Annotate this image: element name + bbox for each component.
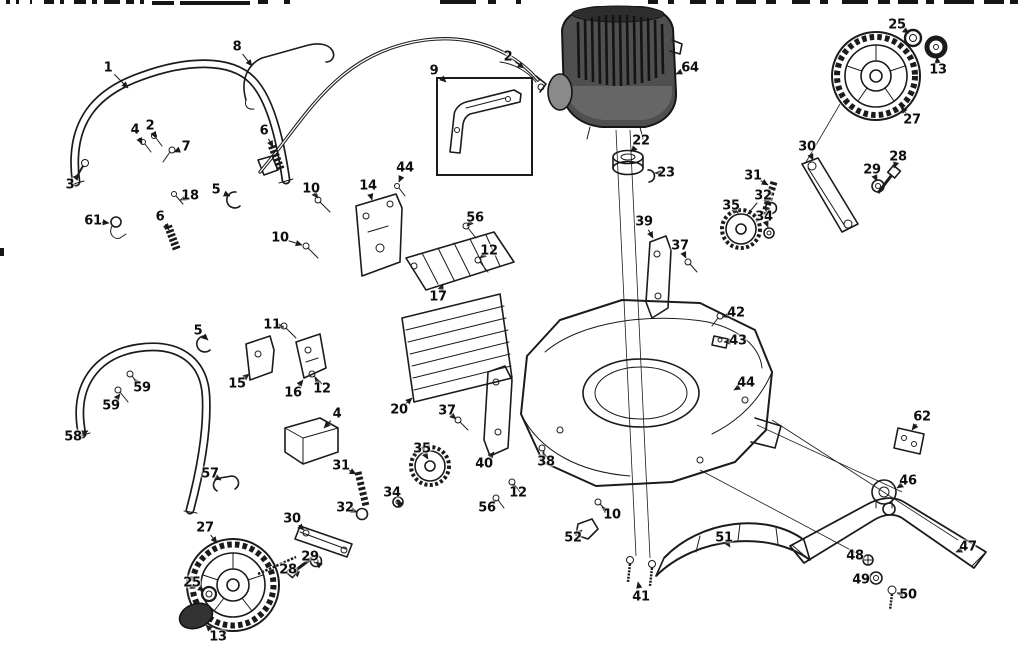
part-callout-47: 47 — [959, 539, 977, 555]
handle-hardware — [75, 133, 285, 492]
part-callout-18: 18 — [181, 188, 199, 204]
part-callout-11: 11 — [263, 317, 281, 333]
part-callout-57: 57 — [201, 466, 219, 482]
part-callout-49: 49 — [852, 572, 870, 588]
hub-cap — [178, 602, 214, 630]
part-callout-59-2: 59 — [102, 398, 120, 414]
part-callout-43: 43 — [729, 333, 747, 349]
part-callout-35: 35 — [722, 198, 740, 214]
part-callout-12: 12 — [480, 243, 498, 259]
part-callout-58: 58 — [64, 429, 82, 445]
part-callout-61: 61 — [84, 213, 102, 229]
part-callout-29: 29 — [863, 162, 881, 178]
part-callout-64: 64 — [681, 60, 699, 76]
alignment-lines — [615, 103, 959, 559]
part-callout-5-2: 5 — [193, 323, 203, 339]
inset-detail-box — [436, 77, 533, 176]
part-callout-37: 37 — [671, 238, 689, 254]
part-callout-23: 23 — [657, 165, 675, 181]
part-callout-25-2: 25 — [183, 575, 201, 591]
part-callout-38: 38 — [537, 454, 555, 470]
left-height-adjuster — [354, 445, 451, 521]
part-callout-9: 9 — [429, 63, 439, 79]
wheel-rear-left — [178, 525, 353, 632]
part-callout-12-3: 12 — [509, 485, 527, 501]
page-edge-artifacts — [0, 0, 1018, 256]
part-callout-7: 7 — [181, 139, 191, 155]
baffle-plate — [284, 417, 339, 465]
part-callout-41: 41 — [632, 589, 650, 605]
part-callout-50: 50 — [899, 587, 917, 603]
part-callout-35-2: 35 — [413, 441, 431, 457]
part-callout-12-2: 12 — [313, 381, 331, 397]
engine — [547, 5, 683, 140]
part-callout-31-2: 31 — [332, 458, 350, 474]
part-callout-37-2: 37 — [438, 403, 456, 419]
hub-washer — [924, 35, 948, 59]
control-rod — [243, 43, 335, 110]
part-callout-15: 15 — [228, 376, 246, 392]
part-callout-3: 3 — [65, 177, 75, 193]
part-callout-48: 48 — [846, 548, 864, 564]
part-callout-6-2: 6 — [155, 209, 165, 225]
handle-lock-brackets — [245, 322, 327, 385]
part-callout-6: 6 — [259, 123, 269, 139]
part-callout-29-2: 29 — [301, 549, 319, 565]
part-callout-28: 28 — [889, 149, 907, 165]
wheel-front-right — [831, 28, 948, 121]
part-callout-4: 4 — [130, 122, 140, 138]
part-callout-27-2: 27 — [196, 520, 214, 536]
blade-assembly — [789, 427, 987, 611]
part-callout-20: 20 — [390, 402, 408, 418]
part-callout-56: 56 — [466, 210, 484, 226]
part-callout-51: 51 — [715, 530, 733, 546]
part-callout-46: 46 — [899, 473, 917, 489]
part-callout-39: 39 — [635, 214, 653, 230]
part-callout-31: 31 — [744, 168, 762, 184]
part-callout-8: 8 — [232, 39, 242, 55]
throttle-cable — [258, 37, 547, 174]
part-callout-30-2: 30 — [283, 511, 301, 527]
retainer-ring — [903, 28, 923, 48]
part-callout-40: 40 — [475, 456, 493, 472]
deck-bracket-rear — [645, 235, 698, 319]
part-callout-22: 22 — [632, 133, 650, 149]
part-callout-13-2: 13 — [209, 629, 227, 645]
part-callout-16: 16 — [284, 385, 302, 401]
part-callout-28-2: 28 — [279, 562, 297, 578]
part-callout-10: 10 — [302, 181, 320, 197]
part-callout-27: 27 — [903, 112, 921, 128]
center-mounting-plates — [302, 183, 515, 403]
part-callout-14: 14 — [359, 178, 377, 194]
part-callout-1: 1 — [103, 60, 113, 76]
part-callout-2: 2 — [145, 118, 155, 134]
part-callout-10-3: 10 — [603, 507, 621, 523]
mower-deck — [520, 299, 782, 487]
part-callout-13: 13 — [929, 62, 947, 78]
deck-bracket-left — [454, 365, 546, 509]
part-callout-32-2: 32 — [336, 500, 354, 516]
callout-leader-lines — [72, 26, 964, 632]
part-callout-10-2: 10 — [271, 230, 289, 246]
part-callout-59: 59 — [133, 380, 151, 396]
part-callout-34-2: 34 — [383, 485, 401, 501]
cap-and-clip — [612, 149, 656, 183]
part-callout-52: 52 — [564, 530, 582, 546]
part-callout-42: 42 — [727, 305, 745, 321]
part-callout-30: 30 — [798, 139, 816, 155]
part-callout-4-2: 4 — [332, 406, 342, 422]
part-callout-34: 34 — [755, 209, 773, 225]
part-callout-2-2: 2 — [503, 49, 513, 65]
part-callout-56-2: 56 — [478, 500, 496, 516]
part-callout-44: 44 — [396, 160, 414, 176]
part-callout-17: 17 — [429, 289, 447, 305]
part-callout-32: 32 — [754, 188, 772, 204]
lower-handle — [75, 342, 211, 515]
part-callout-25: 25 — [888, 17, 906, 33]
part-callout-44-2: 44 — [737, 375, 755, 391]
part-callout-62: 62 — [913, 409, 931, 425]
part-callout-5: 5 — [211, 182, 221, 198]
